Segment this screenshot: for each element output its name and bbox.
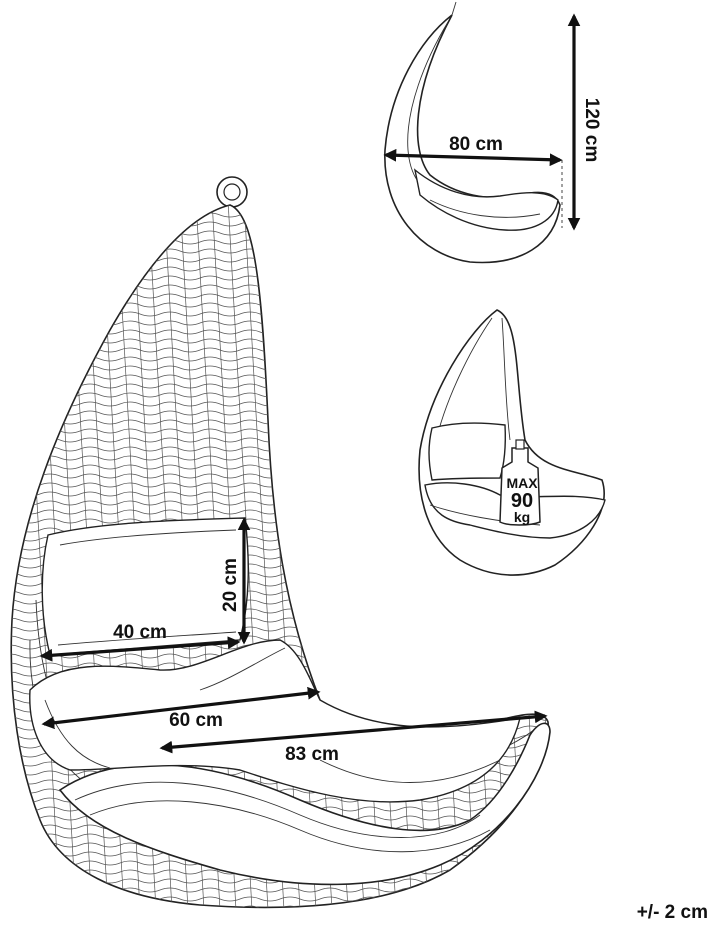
- max-load-label: MAX: [506, 475, 538, 491]
- side-view-illustration: [384, 1, 561, 264]
- depth-side-label: 80 cm: [449, 134, 503, 155]
- side-view-cushion: [413, 168, 559, 231]
- seat-width-label: 60 cm: [169, 710, 223, 731]
- dimension-arrows: [39, 13, 581, 754]
- total-width-label: 83 cm: [285, 744, 339, 765]
- height-side-label: 120 cm: [581, 98, 602, 162]
- back-cushion-width-label: 40 cm: [113, 622, 167, 643]
- depth-side-arrow: [383, 148, 563, 167]
- max-load-unit: kg: [514, 509, 530, 525]
- total-width-arrow: [159, 710, 548, 754]
- back-cushion-width-arrow: [39, 636, 241, 662]
- back-cushion-height-label: 20 cm: [220, 558, 241, 612]
- tolerance-label: +/- 2 cm: [637, 902, 708, 923]
- max-load-value: 90: [511, 490, 533, 512]
- seat-width-arrow: [41, 686, 321, 730]
- dimension-labels: 120 cm 80 cm 20 cm 40 cm 60 cm 83 cm +/-…: [113, 98, 708, 923]
- front-view-illustration: MAX 90 kg: [418, 309, 606, 576]
- max-load-weight: MAX 90 kg: [499, 439, 541, 526]
- front-view-back-cushion: [428, 422, 507, 481]
